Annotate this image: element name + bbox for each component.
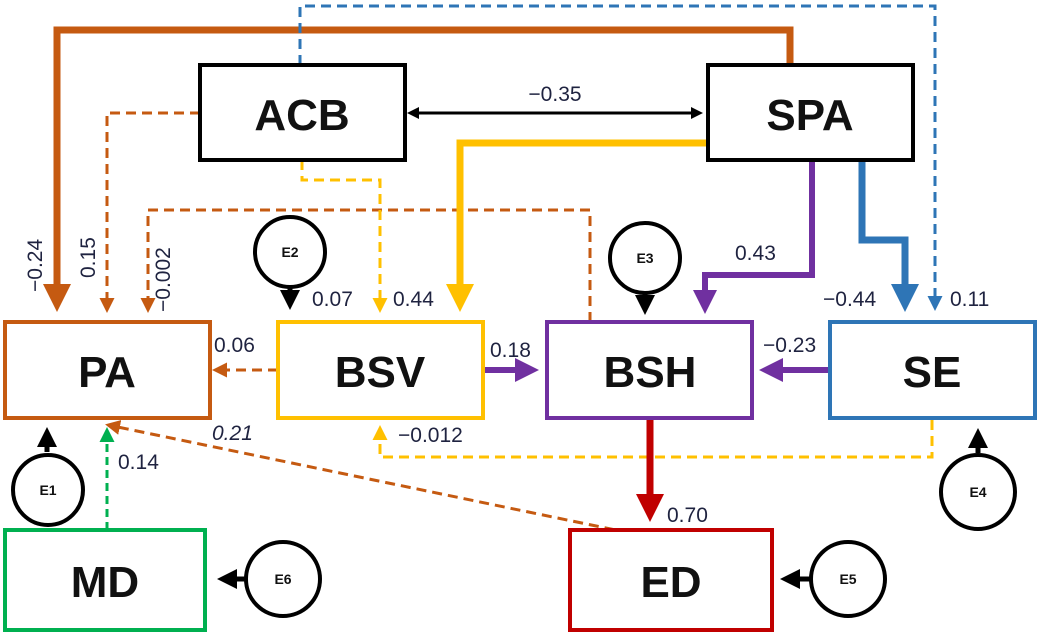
error-e4: E4 (939, 453, 1017, 531)
error-e4-label: E4 (969, 484, 986, 500)
node-spa: SPA (706, 63, 915, 162)
coef-acb-pa: 0.15 (77, 237, 100, 278)
coef-acb-bsv: 0.07 (312, 288, 353, 311)
node-bsv: BSV (276, 320, 485, 420)
node-bsh: BSH (545, 320, 754, 420)
coef-se-bsv: −0.012 (398, 424, 463, 447)
edge-se-bsv (372, 420, 934, 459)
node-bsh-label: BSH (604, 348, 697, 397)
error-e3: E3 (608, 221, 682, 295)
coef-acb-se: 0.11 (950, 288, 989, 311)
node-md-label: MD (71, 558, 139, 607)
node-acb: ACB (198, 63, 407, 162)
node-ed: ED (568, 528, 774, 632)
coef-bsv-pa: 0.06 (214, 334, 255, 357)
coef-ed-pa: 0.21 (212, 422, 253, 445)
edge-acb-se (298, 4, 943, 311)
edge-acb-bsv (300, 160, 388, 313)
error-e1-label: E1 (39, 482, 56, 498)
edge-spa-pa (43, 26, 794, 312)
node-bsv-label: BSV (335, 348, 426, 397)
coef-spa-pa: −0.24 (24, 239, 47, 292)
coef-acb-spa: −0.35 (528, 83, 581, 106)
node-acb-label: ACB (254, 91, 349, 140)
edge-spa-se (858, 160, 919, 312)
edge-bsh-pa (140, 208, 592, 322)
edge-ed-pa (105, 420, 631, 535)
error-e5: E5 (809, 540, 887, 618)
node-se: SE (828, 320, 1037, 420)
node-ed-label: ED (640, 558, 701, 607)
error-e1: E1 (11, 453, 85, 527)
coef-spa-se: −0.44 (823, 288, 876, 311)
coef-md-pa: 0.14 (118, 451, 159, 474)
node-se-label: SE (903, 348, 962, 397)
coef-spa-bsh: 0.43 (735, 242, 776, 265)
error-e6-label: E6 (274, 571, 291, 587)
error-e3-label: E3 (636, 250, 653, 266)
coef-bsh-ed: 0.70 (667, 504, 708, 527)
edge-spa-bsh (693, 160, 815, 314)
coef-bsv-bsh: 0.18 (490, 339, 531, 362)
error-e2: E2 (253, 215, 327, 289)
node-pa: PA (3, 320, 212, 420)
node-md: MD (3, 528, 207, 632)
node-pa-label: PA (78, 348, 136, 397)
coef-spa-bsv: 0.44 (393, 288, 434, 311)
node-spa-label: SPA (766, 91, 853, 140)
edge-acb-pa (99, 111, 200, 313)
error-e2-label: E2 (281, 244, 298, 260)
edge-spa-bsv (446, 139, 708, 312)
coef-bsh-pa: −0.002 (152, 247, 175, 312)
error-e6: E6 (244, 540, 322, 618)
coef-se-bsh: −0.23 (763, 334, 816, 357)
error-e5-label: E5 (839, 571, 856, 587)
